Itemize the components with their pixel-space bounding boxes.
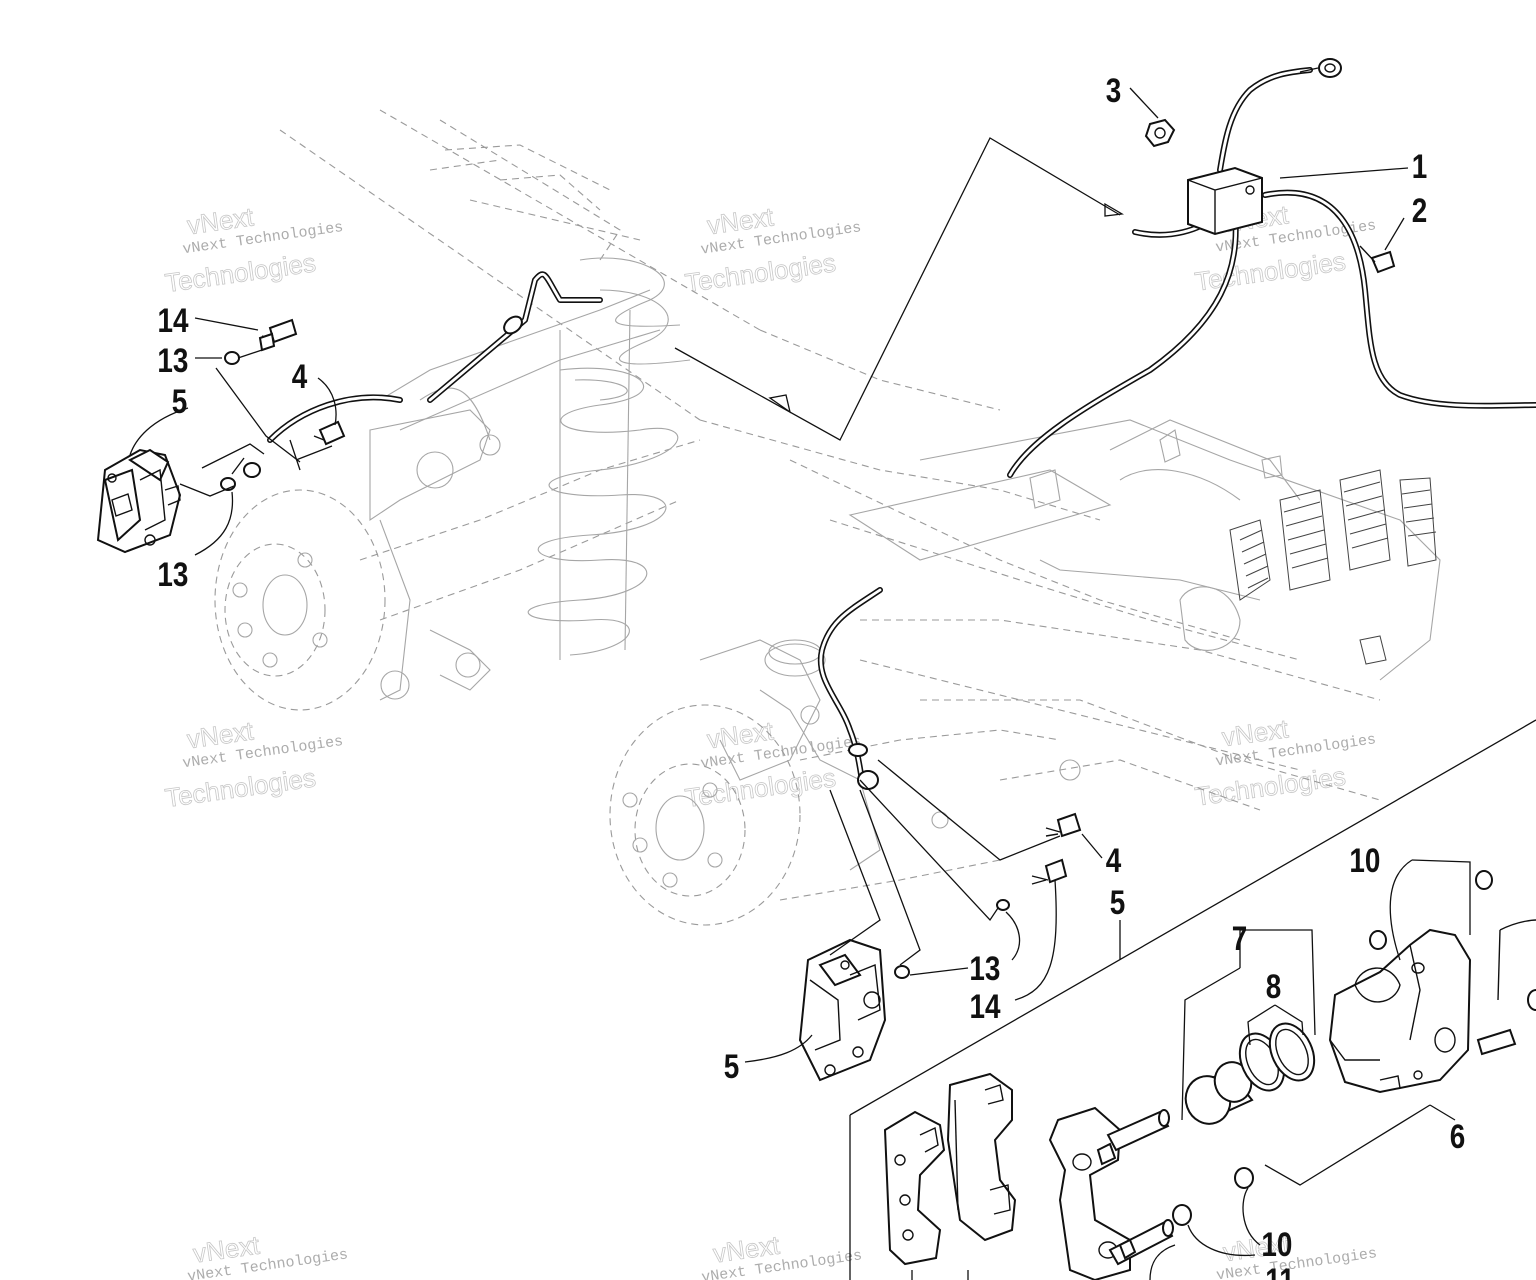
caliper-bracket [1048,1106,1174,1280]
watermark-top-left: vNext vNext Technologies Technologies [163,201,345,299]
banjo-fitting [1318,58,1342,78]
caliper-exploded-panel [849,719,1536,1280]
callout-13: 13 [969,949,1000,987]
callout-1: 1 [1412,147,1428,185]
callout-7: 7 [1232,919,1248,957]
callout-3: 3 [1106,71,1122,109]
bolt-4-left [313,420,346,446]
o-ring-10 [1475,870,1493,890]
callout-5: 5 [1110,883,1126,921]
callout-5: 5 [724,1047,740,1085]
watermark-bottom-left: vNext vNext Technologies [186,1229,349,1280]
bushing-left [243,462,261,478]
pin-boot [1172,1204,1192,1226]
front-caliper [798,938,887,1082]
watermark-mid-right: vNext vNext Technologies Technologies [1193,713,1377,812]
hose-eye-front [857,770,879,790]
watermark-bottom-middle: vNext vNext Technologies [700,1229,863,1280]
callout-10: 10 [1349,841,1380,879]
callouts: 1 2 3 4 4 5 5 5 6 7 8 10 10 11 13 13 13 … [157,71,1465,1280]
callout-leaders [129,87,1409,1063]
bolt-4-right [1045,812,1082,838]
bleeder-screw [1476,1028,1517,1056]
brake-hoses [267,58,1536,783]
washer-13-front [894,965,910,979]
callout-10: 10 [1261,1225,1292,1263]
rear-left-caliper [96,448,182,554]
callout-13: 13 [157,341,188,379]
brake-junction-block [1187,166,1263,236]
callout-11: 11 [1265,1261,1294,1280]
washer-13-left-top [224,351,240,365]
callout-14: 14 [157,301,189,339]
pin-boot [1234,1167,1254,1189]
watermark-mid-middle: vNext vNext Technologies Technologies [683,715,863,814]
nut-3 [1144,118,1176,148]
watermark-mid-left: vNext vNext Technologies Technologies [163,715,345,814]
grommet [503,315,523,335]
callout-13: 13 [157,555,188,593]
callout-4: 4 [292,357,308,395]
grommet [848,743,868,757]
brake-pad-right [946,1072,1017,1242]
bolt-14-left [258,318,298,352]
routing-line [674,137,1124,441]
brake-pad-left [883,1110,946,1266]
washer-13-right [996,899,1010,911]
dust-seal [1268,1022,1316,1082]
callout-5: 5 [172,382,188,420]
callout-8: 8 [1266,967,1282,1005]
callout-2: 2 [1412,191,1428,229]
bolt-2 [1359,245,1396,274]
ghost-coil-spring-left [527,257,691,660]
caliper-body [1328,928,1472,1094]
callout-14: 14 [969,987,1001,1025]
o-ring-10 [1369,930,1387,950]
callout-4: 4 [1106,841,1122,879]
caliper-piston [1184,1061,1254,1125]
callout-6: 6 [1450,1117,1466,1155]
bolt-14-right [1031,858,1068,885]
radiator-grill [1229,469,1437,665]
watermark-top-middle: vNext vNext Technologies Technologies [683,201,863,299]
